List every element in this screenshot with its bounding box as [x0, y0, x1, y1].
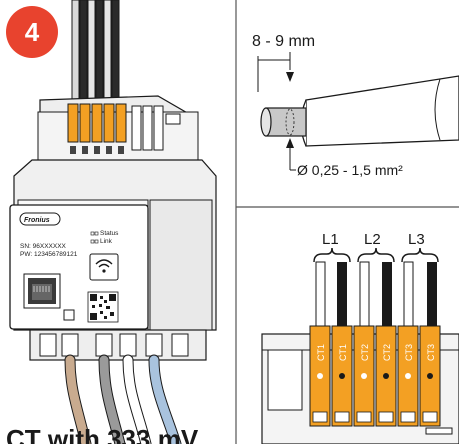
wire-strip-detail: 8 - 9 mm Ø 0,25 - 1,5 mm²	[252, 33, 459, 178]
terminal-label-ct3-a: CT3	[404, 344, 414, 361]
brand-logo	[19, 212, 61, 226]
phase-label-l2: L2	[364, 231, 381, 248]
bottom-cables	[64, 354, 182, 444]
status-label: Status	[100, 230, 119, 237]
caption: CT with 333 mV	[6, 424, 199, 444]
terminal-label-ct3-b: CT3	[426, 344, 436, 361]
wifi-icon	[89, 253, 119, 281]
ethernet-port	[23, 273, 61, 309]
top-cables	[71, 0, 120, 101]
terminal-label-ct2-a: CT2	[360, 344, 370, 361]
cross-section-label: Ø 0,25 - 1,5 mm²	[297, 162, 403, 178]
qr-code	[87, 291, 119, 323]
terminal-label-ct1-a: CT1	[316, 344, 326, 361]
link-led	[90, 239, 99, 244]
meter-illustration: Fronius Status Link SN: 96XXXXXX PW: 123…	[9, 0, 217, 444]
orange-terminal-clips	[67, 103, 127, 143]
terminal-label-ct1-b: CT1	[338, 344, 348, 361]
reset-button-illustration	[63, 309, 75, 321]
terminal-polarity-dots	[317, 373, 433, 379]
status-led	[90, 231, 99, 236]
wifi-password: PW: 123456789121	[20, 251, 78, 258]
serial-number: SN: 96XXXXXX	[20, 243, 67, 250]
phase-label-l1: L1	[322, 231, 339, 248]
terminal-label-ct2-b: CT2	[382, 344, 392, 361]
step-number: 4	[25, 17, 40, 47]
phase-braces	[313, 247, 439, 263]
link-label: Link	[100, 238, 113, 245]
brand-logo-text: Fronius	[24, 217, 50, 224]
step-badge: 4	[6, 6, 58, 58]
phase-label-l3: L3	[408, 231, 425, 248]
ct-terminal-detail: L1 L2 L3	[261, 231, 459, 444]
ct-wires	[315, 261, 437, 337]
strip-length-label: 8 - 9 mm	[252, 33, 315, 50]
